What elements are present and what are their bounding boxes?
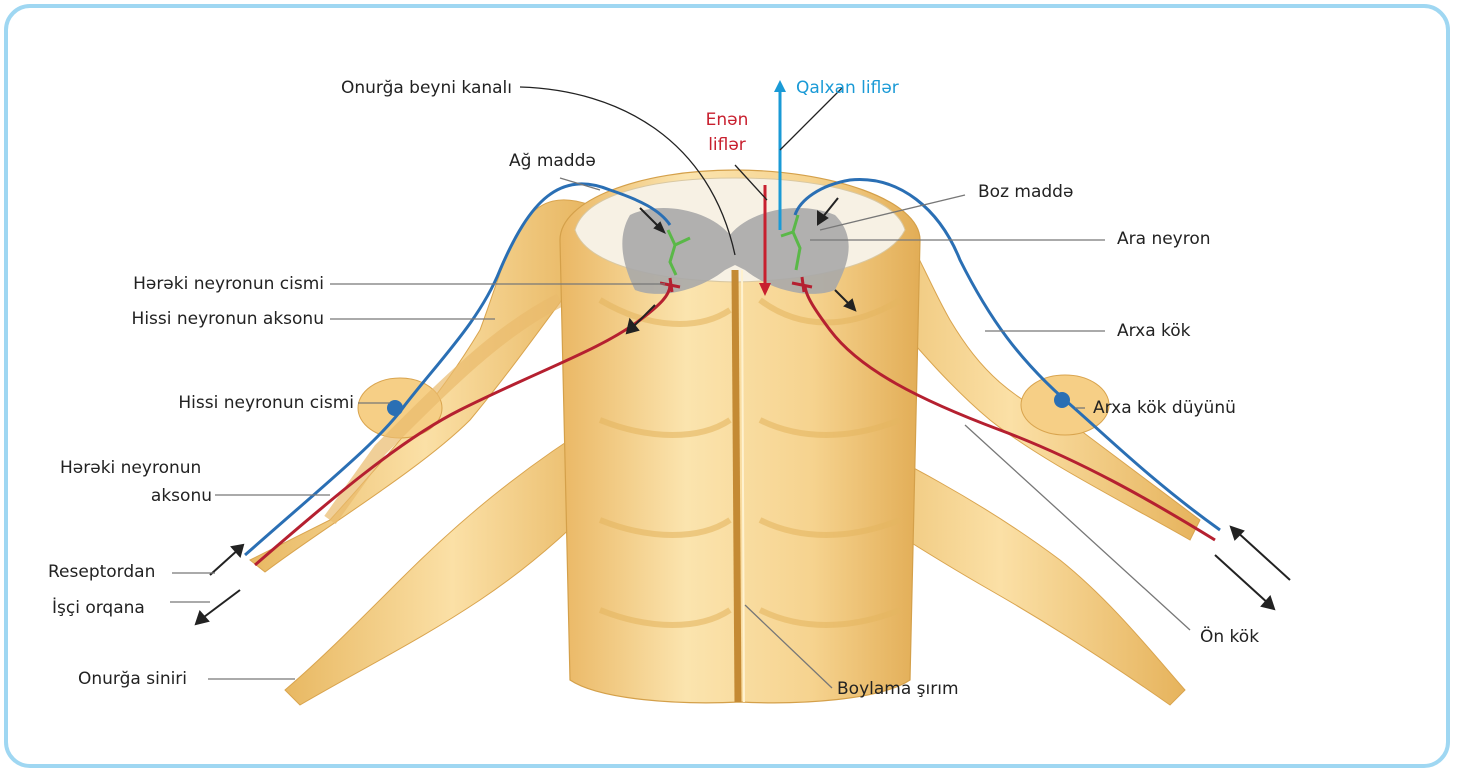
label-ventral-root: Ön kök	[1200, 627, 1259, 647]
label-interneuron: Ara neyron	[1117, 229, 1211, 249]
label-motor-axon-1: Hərəki neyronun	[60, 458, 201, 478]
label-spinal-nerve: Onurğa siniri	[78, 669, 187, 689]
label-white-matter: Ağ maddə	[509, 151, 596, 171]
label-fissure: Boylama şırım	[837, 679, 959, 699]
label-grey-matter: Boz maddə	[978, 182, 1073, 202]
label-canal: Onurğa beyni kanalı	[290, 78, 512, 98]
label-dorsal-root: Arxa kök	[1117, 321, 1191, 341]
label-descending-1: Enən	[697, 110, 757, 130]
label-to-organ: İşçi orqana	[52, 598, 145, 618]
label-motor-body: Hərəki neyronun cismi	[60, 274, 324, 294]
label-descending-2: liflər	[697, 135, 757, 155]
label-ascending: Qalxan liflər	[796, 78, 899, 98]
label-sensory-axon: Hissi neyronun aksonu	[60, 309, 324, 329]
label-motor-axon-2: aksonu	[60, 486, 212, 506]
label-ganglion: Arxa kök düyünü	[1093, 398, 1236, 418]
label-from-receptor: Reseptordan	[48, 562, 155, 582]
spinal-cord-column	[560, 170, 920, 703]
label-sensory-body: Hissi neyronun cismi	[80, 393, 354, 413]
right-sensory-body	[1054, 392, 1070, 408]
